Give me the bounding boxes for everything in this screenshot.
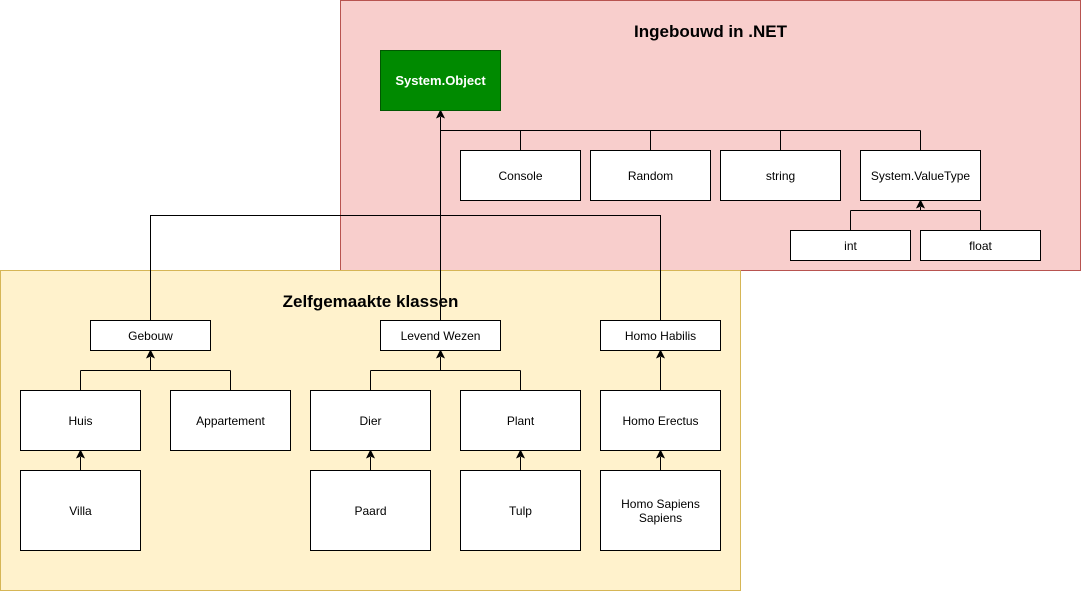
class-homo-sapiens-sapiens: Homo Sapiens Sapiens — [600, 470, 721, 551]
arrowhead-system-object — [435, 109, 446, 119]
arrowhead-system-valuetype — [915, 199, 926, 209]
builtin-region-title: Ingebouwd in .NET — [634, 22, 787, 41]
link-line-gebouw-homo-habilis — [150, 215, 661, 320]
arrowhead-homo-erectus — [655, 449, 666, 459]
arrowhead-dier — [365, 449, 376, 459]
arrowhead-huis — [75, 449, 86, 459]
class-villa: Villa — [20, 470, 141, 551]
arrowhead-gebouw — [145, 349, 156, 359]
class-homo-habilis: Homo Habilis — [600, 320, 721, 351]
class-float: float — [920, 230, 1041, 261]
class-system-valuetype: System.ValueType — [860, 150, 981, 201]
custom-region-title: Zelfgemaakte klassen — [282, 292, 459, 311]
class-random: Random — [590, 150, 711, 201]
class-appartement: Appartement — [170, 390, 291, 451]
class-levend-wezen: Levend Wezen — [380, 320, 501, 351]
class-homo-erectus: Homo Erectus — [600, 390, 721, 451]
class-gebouw: Gebouw — [90, 320, 211, 351]
builtin-region: Ingebouwd in .NET — [340, 0, 1081, 271]
class-string: string — [720, 150, 841, 201]
class-huis: Huis — [20, 390, 141, 451]
arrowhead-plant — [515, 449, 526, 459]
class-paard: Paard — [310, 470, 431, 551]
class-system-object: System.Object — [380, 50, 501, 111]
class-tulp: Tulp — [460, 470, 581, 551]
class-plant: Plant — [460, 390, 581, 451]
class-dier: Dier — [310, 390, 431, 451]
arrowhead-levend-wezen — [435, 349, 446, 359]
class-int: int — [790, 230, 911, 261]
arrowhead-homo-habilis — [655, 349, 666, 359]
class-console: Console — [460, 150, 581, 201]
